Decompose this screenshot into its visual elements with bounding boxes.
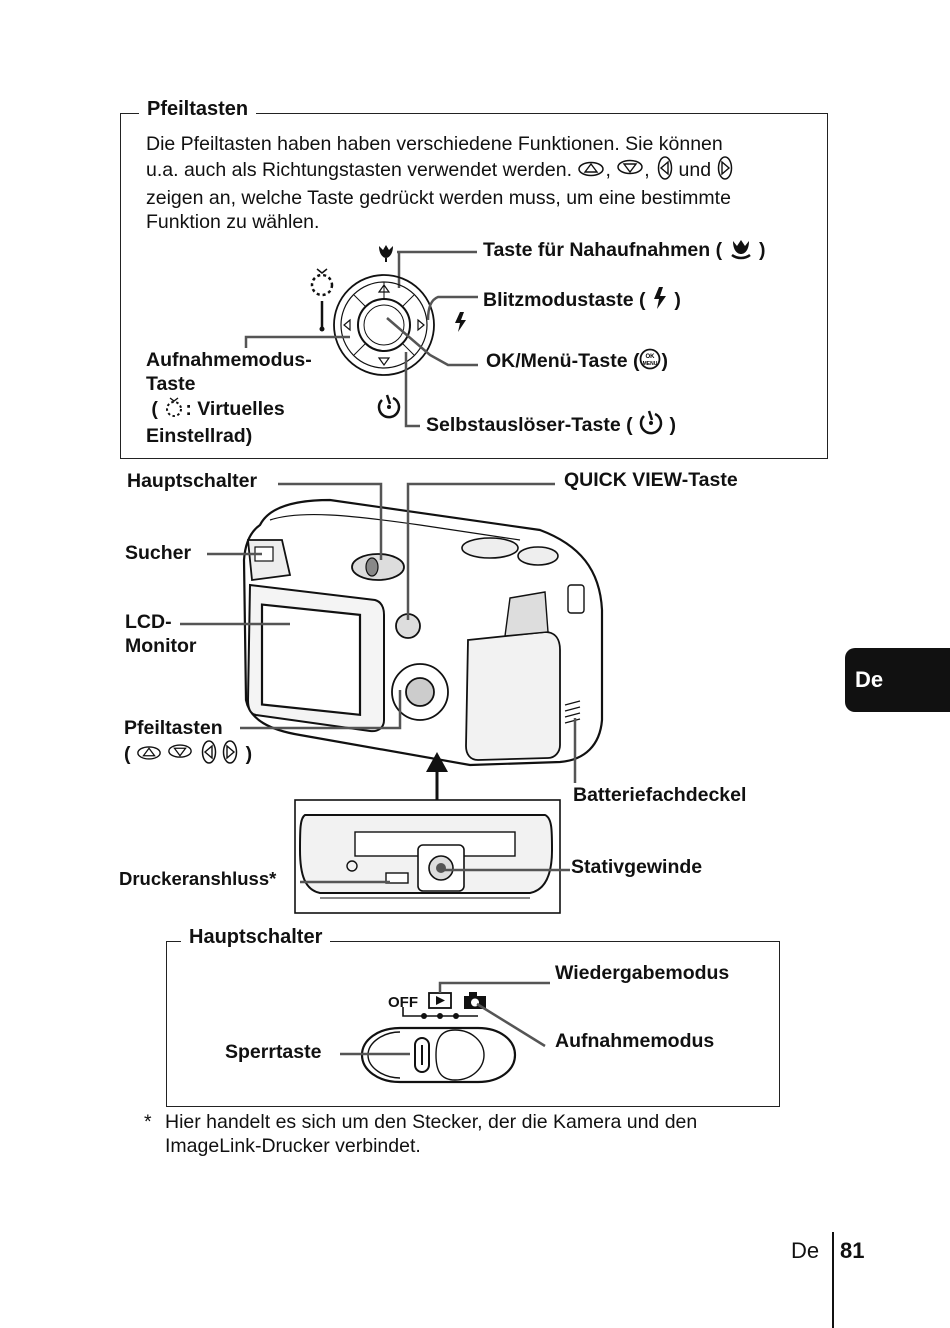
flash-button-label: Blitzmodustaste ( ) bbox=[483, 285, 681, 317]
self-timer-icon bbox=[377, 394, 401, 419]
arrow-down-icon bbox=[167, 743, 193, 767]
main-switch-box-title: Hauptschalter bbox=[181, 926, 331, 949]
battery-cover-label: Batteriefachdeckel bbox=[573, 784, 747, 806]
svg-text:OK: OK bbox=[646, 354, 656, 360]
arrow-keys-box bbox=[120, 113, 828, 459]
arrow-right-icon bbox=[717, 156, 735, 186]
arrow-up-icon bbox=[136, 743, 162, 767]
arrow-keys-label: Pfeiltasten ( ) bbox=[124, 716, 252, 770]
footnote: * Hier handelt es sich um den Stecker, d… bbox=[144, 1111, 698, 1157]
arrow-up-icon bbox=[577, 159, 605, 183]
virtual-dial-icon bbox=[310, 268, 334, 332]
main-switch-label: Hauptschalter bbox=[127, 470, 258, 492]
playback-icon bbox=[428, 992, 452, 1009]
desc-line-1: Die Pfeiltasten haben haben verschiedene… bbox=[146, 133, 723, 155]
footer-language: De bbox=[791, 1238, 820, 1263]
desc-line-2: u.a. auch als Richtungstasten verwendet … bbox=[146, 156, 806, 186]
desc-line-4: Funktion zu wählen. bbox=[146, 211, 320, 233]
tripod-socket-label: Stativgewinde bbox=[571, 856, 703, 878]
footer-divider bbox=[832, 1232, 834, 1328]
self-timer-icon bbox=[638, 410, 664, 442]
printer-port-label: Druckeranshluss* bbox=[119, 868, 277, 889]
arrow-right-icon bbox=[222, 740, 240, 770]
arrow-down-icon bbox=[616, 159, 644, 183]
page-number: 81 bbox=[840, 1238, 865, 1263]
arrow-left-icon bbox=[199, 740, 217, 770]
self-timer-button-label: Selbstauslöser-Taste ( ) bbox=[426, 410, 676, 442]
off-position-label: OFF bbox=[388, 994, 418, 1011]
macro-icon bbox=[379, 245, 393, 262]
arrow-left-icon bbox=[655, 156, 673, 186]
macro-icon bbox=[728, 235, 754, 267]
svg-text:MENU: MENU bbox=[643, 361, 658, 367]
quick-view-button-label: QUICK VIEW-Taste bbox=[564, 469, 738, 491]
flash-icon bbox=[455, 312, 466, 332]
main-switch-box bbox=[166, 941, 780, 1107]
language-tab: De bbox=[845, 648, 950, 712]
viewfinder-label: Sucher bbox=[125, 542, 192, 564]
macro-button-label: Taste für Nahaufnahmen ( ) bbox=[483, 235, 765, 267]
playback-mode-label: Wiedergabemodus bbox=[555, 962, 730, 984]
lock-button-label: Sperrtaste bbox=[225, 1041, 322, 1063]
flash-icon bbox=[651, 285, 669, 317]
shooting-mode-label: Aufnahmemodus bbox=[555, 1030, 715, 1052]
lcd-monitor-label: LCD- Monitor bbox=[125, 611, 197, 657]
mode-button-label: Aufnahmemodus- Taste ( : Virtuelles Eins… bbox=[146, 349, 312, 447]
desc-line-3: zeigen an, welche Taste gedrückt werden … bbox=[146, 187, 731, 209]
arrow-keys-box-title: Pfeiltasten bbox=[139, 98, 257, 121]
virtual-dial-icon bbox=[163, 396, 185, 424]
arrow-keys-description: Die Pfeiltasten haben haben verschiedene… bbox=[146, 132, 806, 234]
